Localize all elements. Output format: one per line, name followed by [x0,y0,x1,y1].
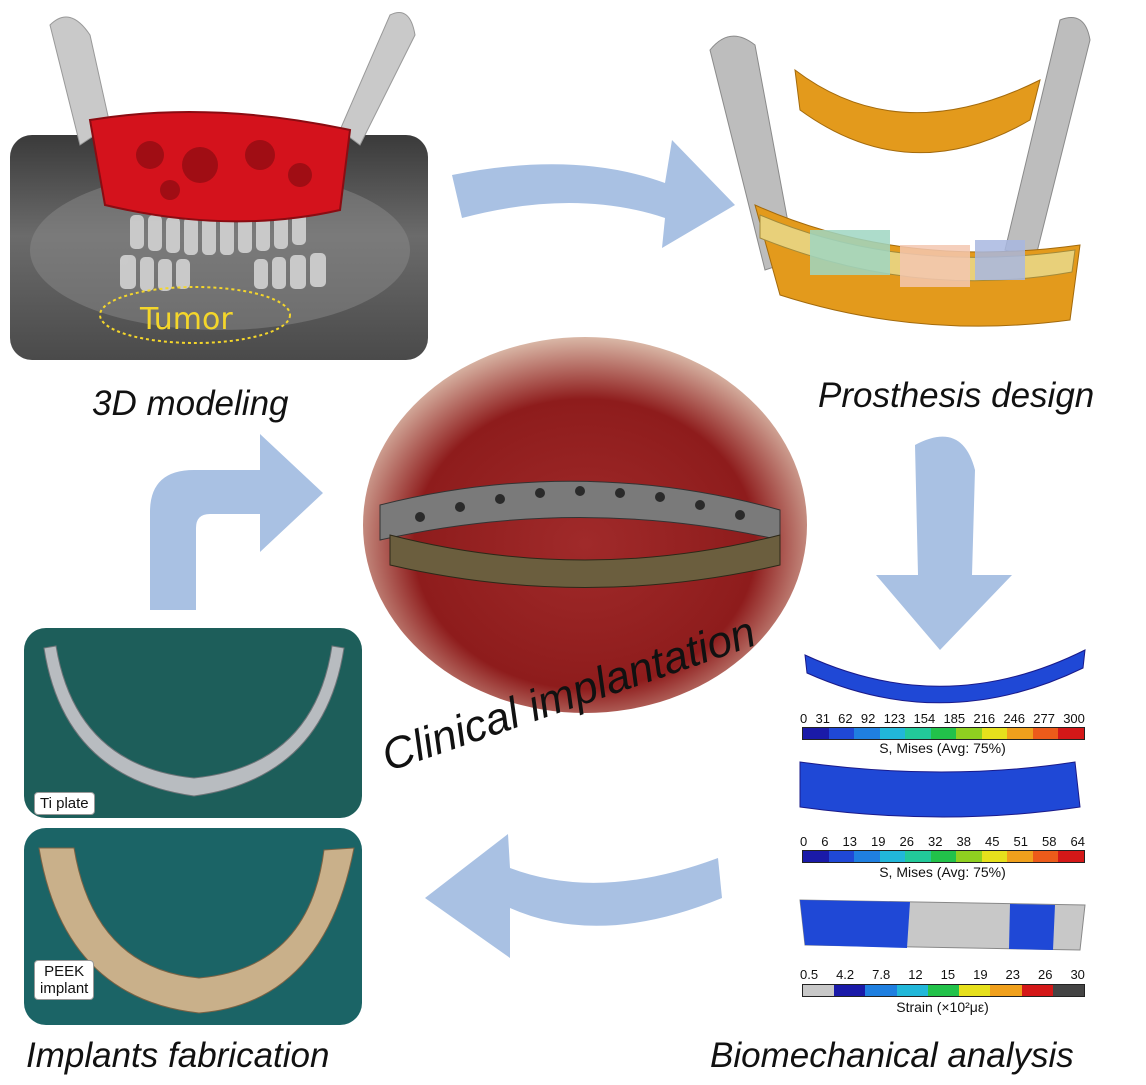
scale-1-tick: 300 [1063,711,1085,726]
scale-1-segment [1032,728,1059,739]
arrow-modeling-to-design [452,140,735,248]
analysis-caption: Biomechanical analysis [710,1036,1074,1075]
modeling-xray-panel [10,135,428,360]
scale-3-tick: 0.5 [800,967,819,982]
scale-1-bar [802,727,1085,740]
scale-3-tick: 15 [940,967,956,982]
scale-2-tick: 58 [1042,834,1057,849]
scale-1-tick: 92 [860,711,876,726]
scale-3-segment [1052,985,1084,996]
scale-1-title: S, Mises (Avg: 75%) [879,740,1006,756]
scale-2-title: S, Mises (Avg: 75%) [879,864,1006,880]
scale-1-tick: 62 [838,711,853,726]
scale-3-segment [896,985,928,996]
scale-3-segment [865,985,897,996]
modeling-caption: 3D modeling [92,384,289,423]
scale-1-segment [956,728,982,739]
scale-1-segment [981,728,1008,739]
scale-1-tick: 154 [913,711,936,726]
scale-1-segment [854,728,880,739]
arrow-analysis-to-fabrication [425,834,722,958]
scale-1-tick: 185 [943,711,966,726]
scale-1-tick: 123 [883,711,906,726]
scale-2-segment [828,851,855,862]
scale-3-tick: 7.8 [872,967,891,982]
scale-1-ticks: 0 31 62 92 123 154 185 216 246 277 300 [800,711,1085,726]
scale-3-tick: 12 [908,967,923,982]
scale-3-tick: 4.2 [836,967,855,982]
scale-1-tick: 31 [815,711,830,726]
scale-2-bar [802,850,1085,863]
scale-3-tick: 30 [1070,967,1085,982]
design-caption: Prosthesis design [818,376,1095,415]
scale-3-segment [990,985,1022,996]
ti-plate-label: Ti plate [34,792,95,815]
scale-1-tick: 246 [1003,711,1026,726]
peek-label-line1: PEEK [44,963,85,980]
scale-1-tick: 277 [1033,711,1055,726]
scale-3-ticks: 0.5 4.2 7.8 12 15 19 23 26 30 [800,967,1085,982]
scale-2-tick: 13 [842,834,857,849]
arrow-design-to-analysis [876,436,1012,650]
prosthesis-design-image [709,17,1091,327]
stress-plate-model [804,649,1086,704]
tumor-outline [99,286,291,344]
peek-implant-label: PEEK implant [34,960,95,1000]
scale-2-segment [803,851,829,862]
scale-2-segment [956,851,982,862]
scale-1-segment [905,728,931,739]
scale-2-segment [854,851,880,862]
scale-3-tick: 26 [1038,967,1053,982]
scale-2-tick: 19 [871,834,886,849]
scale-2-tick: 64 [1070,834,1085,849]
scale-2-segment [1058,851,1085,862]
scale-1-segment [879,728,906,739]
mandible-model [49,12,416,223]
scale-1-segment [1058,728,1085,739]
ti-plate-photo [24,628,362,818]
scale-2-tick: 6 [821,834,829,849]
scale-3-segment [927,985,960,996]
scale-1-segment [1007,728,1033,739]
scale-1-segment [828,728,855,739]
scale-2-tick: 51 [1013,834,1028,849]
scale-3-segment [803,985,835,996]
scale-2-segment [879,851,906,862]
scale-1-segment [803,728,829,739]
scale-2-segment [1032,851,1059,862]
scale-2-segment [981,851,1008,862]
scale-2-tick: 32 [928,834,943,849]
scale-2-tick: 0 [800,834,808,849]
scale-3-title: Strain (×10²με) [896,999,989,1015]
clinical-photo [363,337,807,713]
strain-bone-model [799,899,1086,951]
peek-label-line2: implant [40,980,89,997]
tumor-label: Tumor [140,302,233,337]
scale-1-segment [930,728,957,739]
scale-2-segment [1007,851,1033,862]
scale-1-tick: 216 [973,711,996,726]
scale-3-bar [802,984,1085,997]
scale-2-tick: 45 [985,834,1000,849]
arrow-fabrication-to-clinical [150,434,323,610]
scale-2-segment [930,851,957,862]
fabrication-caption: Implants fabrication [26,1036,330,1075]
stress-implant-model [799,761,1081,818]
scale-3-tick: 23 [1005,967,1021,982]
scale-3-segment [959,985,991,996]
scale-1-tick: 0 [800,711,808,726]
scale-2-tick: 26 [899,834,914,849]
scale-3-segment [1021,985,1053,996]
scale-2-tick: 38 [956,834,971,849]
scale-2-segment [905,851,931,862]
scale-3-segment [834,985,866,996]
scale-3-tick: 19 [973,967,988,982]
